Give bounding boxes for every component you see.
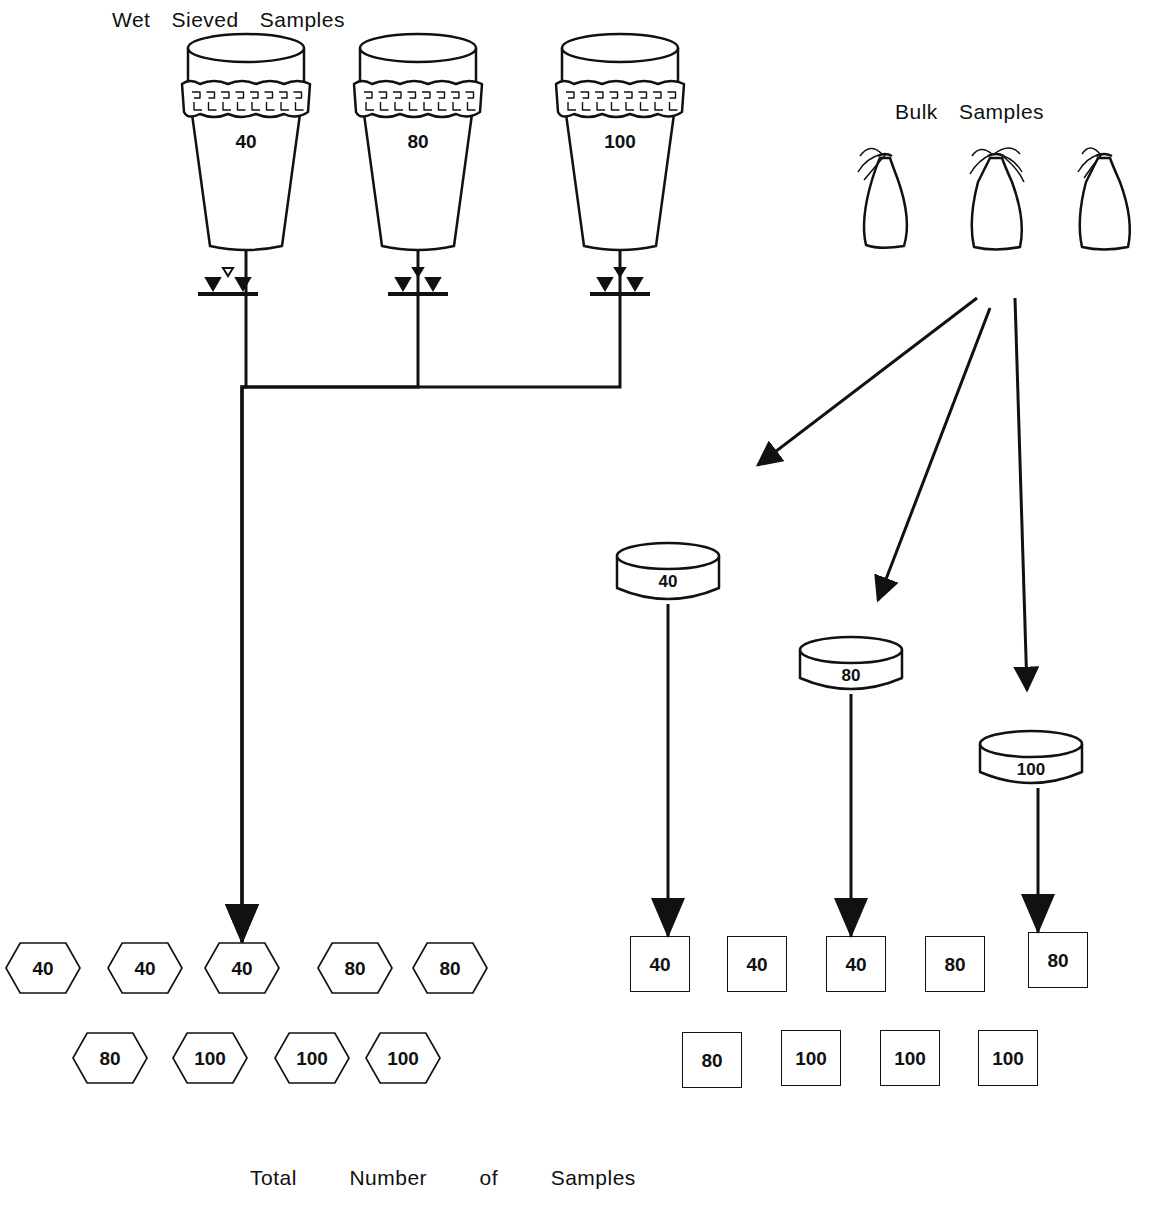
flow-arrow: [242, 250, 620, 942]
sample-dish-outline: [978, 728, 1084, 788]
flow-arrow: [242, 250, 418, 942]
sample-number: 40: [235, 132, 256, 151]
sample-number: 100: [387, 1049, 419, 1068]
sieve-bucket: 100: [554, 28, 686, 250]
sample-square: 100: [880, 1030, 940, 1086]
sample-square: 80: [1028, 932, 1088, 988]
sample-number: 80: [842, 667, 861, 684]
sample-dish: 80: [798, 634, 904, 694]
split-arrow: [758, 298, 1027, 690]
sample-number: 100: [604, 132, 636, 151]
sample-dish-outline: [798, 634, 904, 694]
sample-square: 100: [781, 1030, 841, 1086]
flow-arrow: [1037, 788, 1040, 932]
caption: Total Number of Samples: [250, 1166, 636, 1190]
sample-hexagon: 100: [365, 1032, 441, 1084]
sample-number: 40: [231, 959, 252, 978]
scale-symbol: [198, 268, 650, 294]
sample-number: 80: [439, 959, 460, 978]
sample-number: 100: [296, 1049, 328, 1068]
sample-square: 80: [682, 1032, 742, 1088]
sample-number: 80: [1047, 951, 1068, 970]
sample-number: 40: [845, 955, 866, 974]
sample-bag: [858, 148, 1130, 250]
sample-number: 100: [894, 1049, 926, 1068]
sample-number: 100: [992, 1049, 1024, 1068]
sample-number: 100: [1017, 761, 1045, 778]
sample-dish: 100: [978, 728, 1084, 788]
sample-hexagon: 40: [204, 942, 280, 994]
sample-hexagon: 100: [274, 1032, 350, 1084]
sample-number: 80: [701, 1051, 722, 1070]
sample-hexagon: 80: [317, 942, 393, 994]
sieve-bucket: 80: [352, 28, 484, 250]
sample-number: 40: [746, 955, 767, 974]
sample-hexagon: 80: [412, 942, 488, 994]
sample-dish-outline: [615, 540, 721, 604]
sample-square: 40: [826, 936, 886, 992]
sample-number: 100: [194, 1049, 226, 1068]
sample-number: 80: [944, 955, 965, 974]
sample-number: 40: [32, 959, 53, 978]
sample-square: 80: [925, 936, 985, 992]
sample-dish: 40: [615, 540, 721, 604]
group-label: Bulk Samples: [895, 100, 1044, 124]
flow-arrow: [667, 604, 670, 936]
sample-hexagon: 40: [5, 942, 81, 994]
sample-hexagon: 100: [172, 1032, 248, 1084]
sample-hexagon: 80: [72, 1032, 148, 1084]
sample-number: 40: [659, 573, 678, 590]
sample-hexagon: 40: [107, 942, 183, 994]
sample-square: 40: [727, 936, 787, 992]
sample-number: 100: [795, 1049, 827, 1068]
sample-number: 40: [134, 959, 155, 978]
flow-arrow: [850, 694, 853, 936]
sample-number: 40: [649, 955, 670, 974]
sample-number: 80: [407, 132, 428, 151]
group-label: Wet Sieved Samples: [112, 8, 345, 32]
sample-number: 80: [344, 959, 365, 978]
sample-square: 40: [630, 936, 690, 992]
sieve-bucket: 40: [180, 28, 312, 250]
sample-number: 80: [99, 1049, 120, 1068]
sample-square: 100: [978, 1030, 1038, 1086]
